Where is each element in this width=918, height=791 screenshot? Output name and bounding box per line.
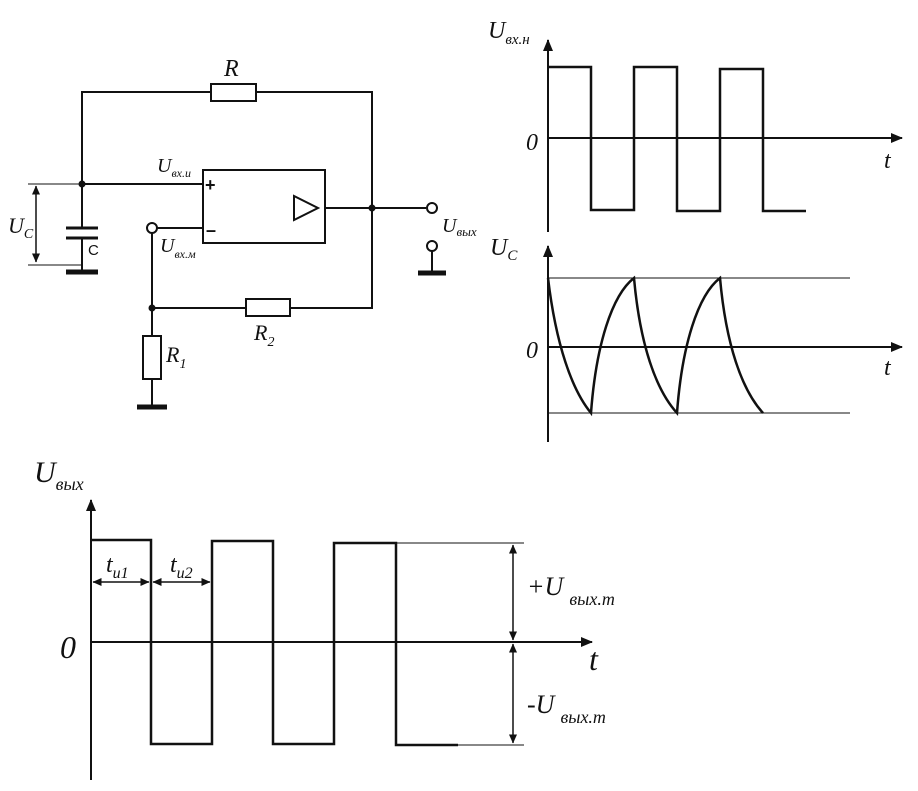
graph-uin-t-label: t — [884, 148, 892, 174]
resistor-r2 — [245, 298, 291, 317]
op-amp-triangle-icon — [293, 194, 321, 222]
label-r2: R2 — [253, 320, 274, 350]
junction-dot — [148, 304, 156, 312]
graph-uin-y-label: Uвх.н — [488, 18, 530, 48]
label-uout: Uвых — [442, 215, 477, 239]
graph-uout-y-label: Uвых — [34, 456, 84, 494]
graph-uc-waveform — [546, 275, 764, 417]
minus-sign: – — [206, 220, 216, 240]
graph-uin: Uвх.н 0 t — [488, 18, 903, 232]
label-c: C — [88, 242, 99, 259]
resistor-r1 — [142, 335, 162, 380]
label-uc: UC — [8, 213, 34, 242]
label-tu2: tи2 — [170, 552, 193, 582]
graph-uc: UC 0 t — [490, 235, 903, 442]
junction-dot — [78, 180, 86, 188]
label-r1: R1 — [165, 342, 186, 372]
plus-sign: + — [205, 175, 216, 195]
graph-uout-zero: 0 — [60, 629, 76, 665]
label-r: R — [223, 56, 239, 82]
label-uin-plus: Uвх.и — [157, 155, 191, 180]
output-ground-terminal — [426, 240, 438, 252]
graph-uin-waveform — [548, 65, 806, 213]
label-tu1: tи1 — [106, 552, 129, 582]
graph-uout-waveform — [91, 538, 458, 747]
circuit — [28, 83, 446, 410]
graph-uc-t-label: t — [884, 355, 892, 381]
graph-uc-zero: 0 — [526, 338, 538, 364]
label-uin-minus: Uвх.м — [160, 235, 196, 261]
graph-uout-t-label: t — [589, 641, 599, 677]
graph-uc-y-label: UC — [490, 235, 518, 264]
op-amp — [202, 169, 326, 244]
graph-uin-zero: 0 — [526, 130, 538, 156]
minus-input-terminal — [146, 222, 158, 234]
feedback-wire-r — [81, 91, 373, 208]
resistor-r — [210, 83, 257, 102]
junction-dot — [368, 204, 376, 212]
output-terminal — [426, 202, 438, 214]
